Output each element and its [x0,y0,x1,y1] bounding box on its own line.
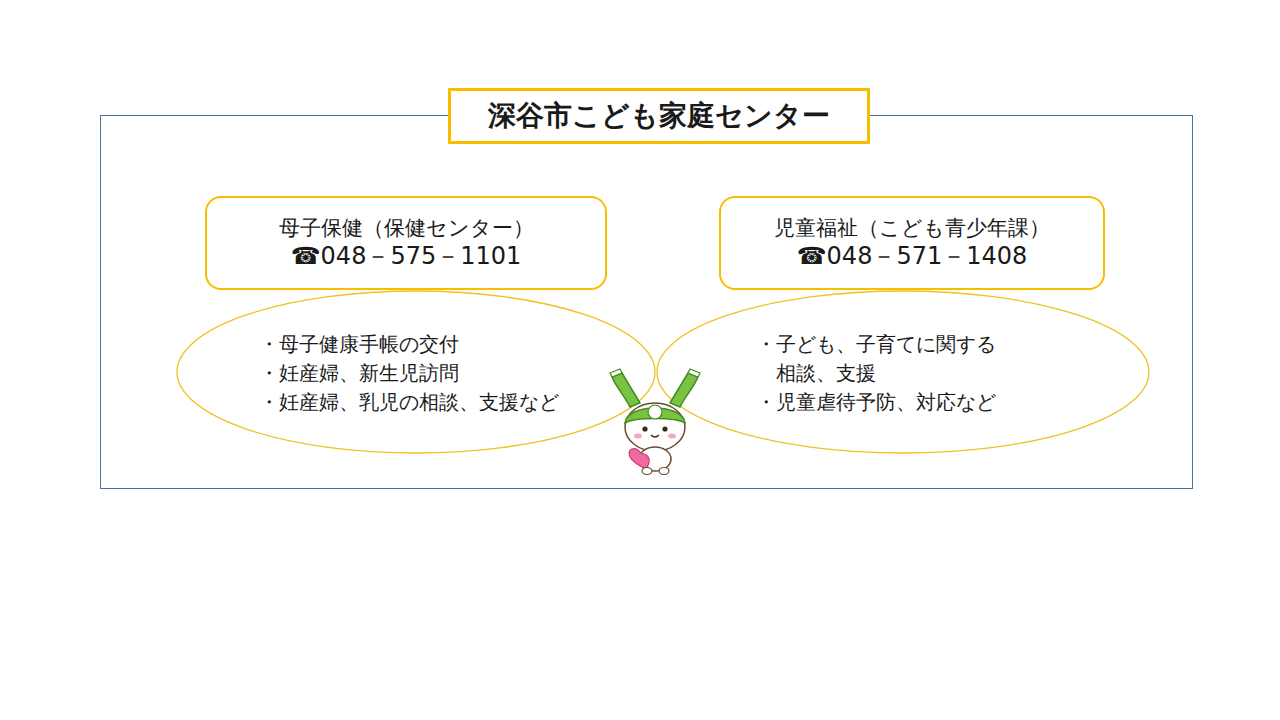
ellipse-outline [656,290,1150,454]
title-box: 深谷市こども家庭センター [448,88,870,144]
title-text: 深谷市こども家庭センター [488,97,830,135]
phone-number: ☎048－575－1101 [291,241,522,271]
mascot-illustration [600,367,710,477]
bullet-item: ・妊産婦、乳児の相談、支援など [259,388,619,417]
bullet-list: ・子ども、子育てに関する 相談、支援・児童虐待予防、対応など [756,330,1002,417]
bullet-item: ・妊産婦、新生児訪問 [259,359,619,388]
section-heading: 児童福祉（こども青少年課） [774,215,1050,241]
section-heading: 母子保健（保健センター） [279,215,534,241]
contact-box: 母子保健（保健センター）☎048－575－1101 [205,196,607,290]
service-ellipse: ・子ども、子育てに関する 相談、支援・児童虐待予防、対応など [656,290,1150,454]
ellipse-outline [657,291,1149,453]
bullet-list: ・母子健康手帳の交付・妊産婦、新生児訪問・妊産婦、乳児の相談、支援など [259,330,619,417]
phone-number: ☎048－571－1408 [797,241,1028,271]
service-ellipse: ・母子健康手帳の交付・妊産婦、新生児訪問・妊産婦、乳児の相談、支援など [176,290,656,454]
contact-box: 児童福祉（こども青少年課）☎048－571－1408 [719,196,1105,290]
bullet-item: ・母子健康手帳の交付 [259,330,619,359]
bullet-item: ・子ども、子育てに関する 相談、支援 [756,330,1002,388]
ellipse-outline [177,291,655,453]
bullet-item: ・児童虐待予防、対応など [756,388,1002,417]
